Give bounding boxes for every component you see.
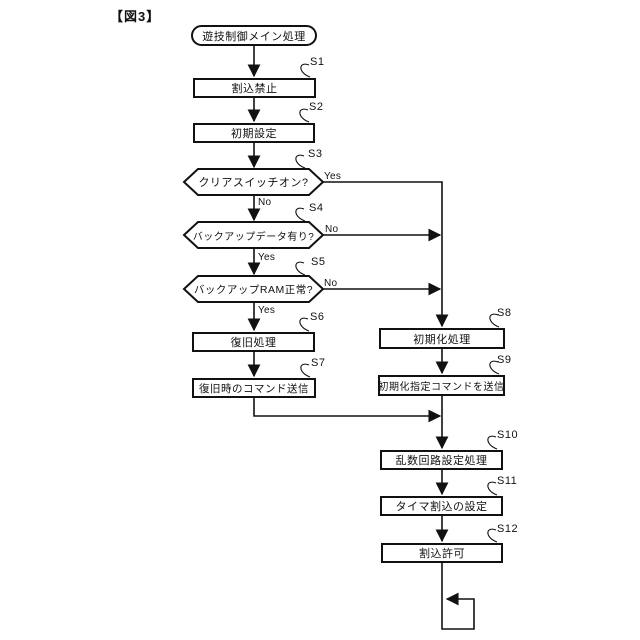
step-s7-box: 復旧時のコマンド送信 bbox=[192, 378, 316, 398]
step-s11-box: タイマ割込の設定 bbox=[380, 496, 503, 516]
leader-s9 bbox=[489, 360, 500, 375]
leader-s5 bbox=[295, 261, 306, 276]
s5-no-label: No bbox=[324, 278, 338, 289]
leader-s4 bbox=[295, 207, 306, 222]
step-s3-decision-shape bbox=[182, 168, 325, 196]
s5-yes-label: Yes bbox=[258, 305, 276, 316]
step-s12-id: S12 bbox=[497, 523, 519, 535]
edge-s7-merge bbox=[253, 398, 442, 423]
step-s10-id: S10 bbox=[497, 429, 519, 441]
step-s4-decision-label: バックアップデータ有り? bbox=[192, 231, 315, 243]
step-s10-box: 乱数回路設定処理 bbox=[380, 450, 503, 470]
edge-s12-loop bbox=[441, 563, 475, 630]
leader-s1 bbox=[300, 63, 311, 78]
step-s6-id: S6 bbox=[310, 311, 325, 323]
step-s4-decision-shape bbox=[182, 221, 325, 249]
step-s1-id: S1 bbox=[310, 56, 325, 68]
step-s6-box: 復旧処理 bbox=[192, 332, 315, 352]
step-s2-id: S2 bbox=[309, 101, 324, 113]
leader-s2 bbox=[299, 108, 310, 123]
step-s5-id: S5 bbox=[311, 256, 326, 268]
leader-s12 bbox=[487, 528, 498, 543]
figure-label: 【図3】 bbox=[110, 9, 161, 24]
s3-no-label: No bbox=[258, 197, 272, 208]
edge-s3-yes-trunk-s8 bbox=[323, 181, 449, 328]
leader-s11 bbox=[487, 481, 498, 496]
step-s2-box: 初期設定 bbox=[193, 123, 315, 143]
leader-s3 bbox=[295, 154, 306, 169]
step-s8-box: 初期化処理 bbox=[379, 328, 505, 349]
s3-yes-label: Yes bbox=[324, 171, 342, 182]
s4-yes-label: Yes bbox=[258, 252, 276, 263]
step-s4-id: S4 bbox=[309, 202, 324, 214]
step-s3-id: S3 bbox=[308, 148, 323, 160]
step-s11-id: S11 bbox=[497, 475, 518, 487]
start-terminal: 遊技制御メイン処理 bbox=[191, 25, 317, 46]
leader-s7 bbox=[300, 363, 311, 378]
step-s9-box: 初期化指定コマンドを送信 bbox=[378, 375, 505, 396]
step-s9-id: S9 bbox=[497, 354, 512, 366]
step-s3-decision-label: クリアスイッチオン? bbox=[198, 177, 309, 189]
leader-s10 bbox=[487, 435, 498, 450]
step-s7-id: S7 bbox=[311, 357, 326, 369]
step-s1-box: 割込禁止 bbox=[193, 78, 316, 98]
step-s5-decision-label: バックアップRAM正常? bbox=[193, 283, 314, 296]
leader-s8 bbox=[489, 313, 500, 328]
step-s12-box: 割込許可 bbox=[381, 543, 503, 563]
step-s5-decision-shape bbox=[182, 275, 325, 303]
leader-s6 bbox=[299, 317, 310, 332]
step-s8-id: S8 bbox=[497, 307, 512, 319]
s4-no-label: No bbox=[325, 224, 339, 235]
